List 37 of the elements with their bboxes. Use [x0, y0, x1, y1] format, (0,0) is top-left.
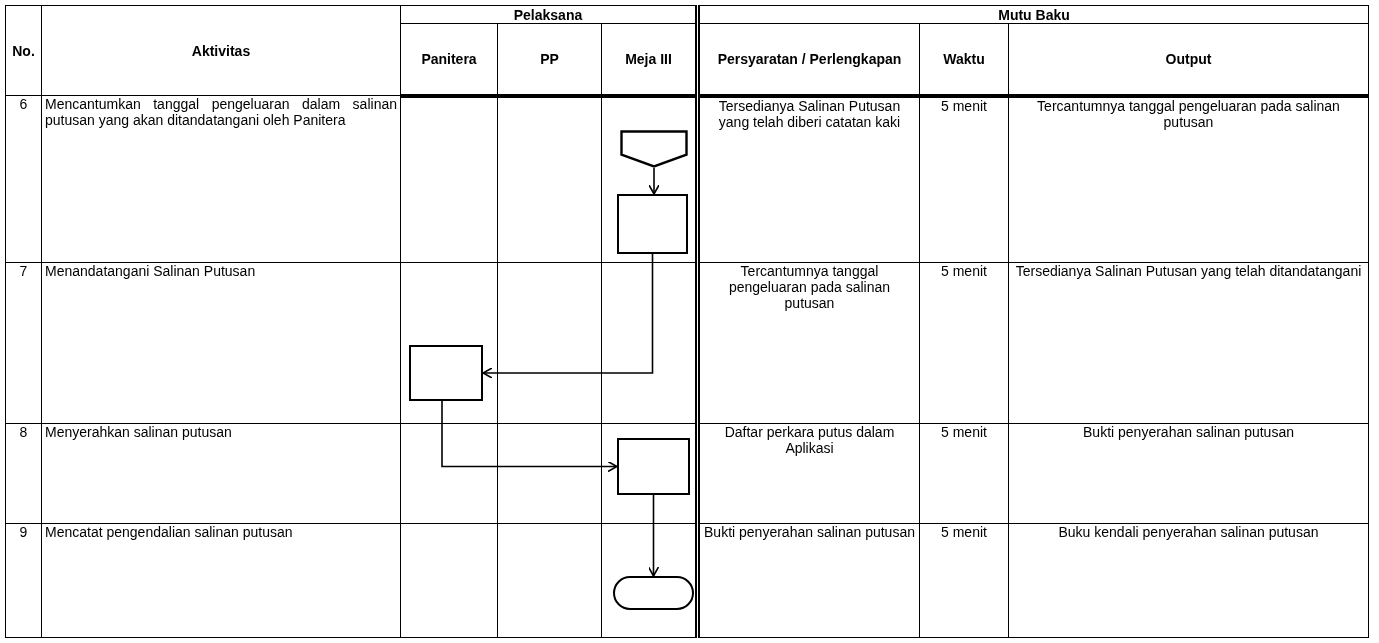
- process-box: [617, 438, 690, 495]
- row-number: 7: [19, 263, 28, 279]
- output-text: Tersedianya Salinan Putusan yang telah ditandatangani: [1015, 263, 1362, 279]
- row-number: 8: [19, 424, 28, 440]
- output-text: Buku kendali penyerahan salinan putusan: [1058, 524, 1319, 540]
- column-header: Pelaksana: [513, 6, 583, 23]
- duration-text: 5 menit: [941, 97, 987, 114]
- column-header: Aktivitas: [191, 42, 251, 59]
- terminator-shape: [613, 576, 694, 610]
- column-header: Panitera: [421, 50, 477, 67]
- arrow: [482, 253, 654, 379]
- process-box: [617, 194, 688, 254]
- column-header: No.: [12, 42, 35, 59]
- duration-text: 5 menit: [941, 524, 987, 540]
- activity-text: Mencatat pengendalian salinan putusan: [45, 524, 294, 540]
- activity-text: Menyerahkan salinan putusan: [45, 424, 233, 440]
- column-header: Persyaratan / Perlengkapan: [717, 50, 902, 67]
- activity-text: Menandatangani Salinan Putusan: [45, 263, 257, 279]
- column-header: Mutu Baku: [998, 6, 1070, 23]
- column-header: Meja III: [625, 50, 672, 67]
- arrow: [441, 400, 618, 473]
- duration-text: 5 menit: [941, 424, 987, 440]
- off-page-connector: [620, 130, 688, 168]
- process-box: [409, 345, 483, 401]
- output-text: Bukti penyerahan salinan putusan: [1083, 424, 1294, 440]
- requirement-text: Tersedianya Salinan Putusan yang telah diberi catatan kaki: [718, 97, 901, 130]
- row-number: 6: [19, 96, 28, 112]
- column-header: Waktu: [943, 50, 985, 67]
- requirement-text: Bukti penyerahan salinan putusan: [704, 524, 915, 540]
- arrow: [647, 494, 660, 577]
- row-number: 9: [19, 524, 28, 540]
- column-header: PP: [540, 50, 559, 67]
- column-header: Output: [1165, 50, 1212, 67]
- duration-text: 5 menit: [941, 263, 987, 279]
- arrow: [648, 167, 660, 195]
- activity-text: Mencantumkan tanggal pengeluaran dalam salinan putusan yang akan ditandatangani oleh Panitera: [45, 96, 397, 128]
- output-text: Tercantumnya tanggal pengeluaran pada salinan putusan: [1037, 97, 1340, 130]
